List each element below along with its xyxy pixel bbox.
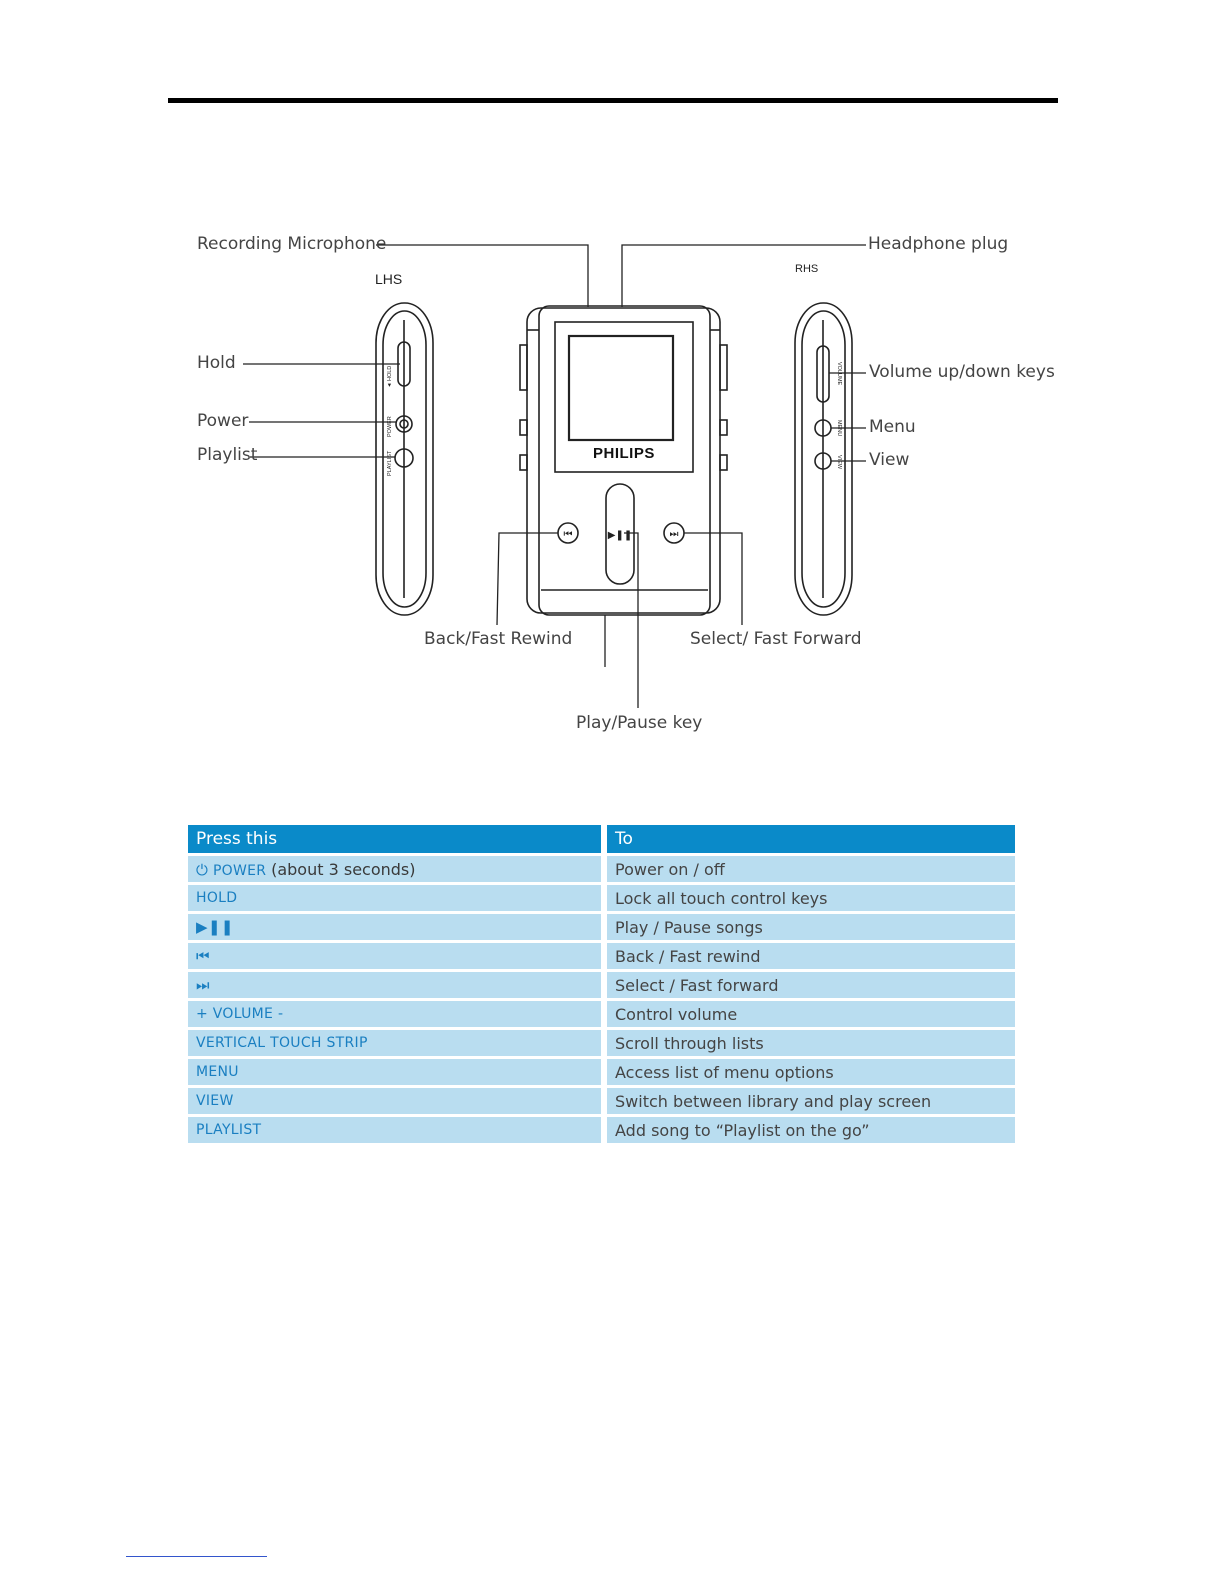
action-cell: Lock all touch control keys [607, 882, 1015, 911]
key-label: POWER [212, 862, 267, 879]
header-press-this: Press this [188, 825, 607, 853]
table-row: HOLD Lock all touch control keys [188, 882, 1015, 911]
key-cell: MENU [188, 1056, 607, 1085]
power-icon: ⏻ [196, 860, 209, 879]
label-playlist: Playlist [197, 445, 258, 465]
svg-text:⏮: ⏮ [564, 529, 573, 540]
table-row: VERTICAL TOUCH STRIP Scroll through list… [188, 1027, 1015, 1056]
key-cell: ⏻ POWER (about 3 seconds) [188, 853, 607, 882]
svg-text:◄ HOLD: ◄ HOLD [387, 366, 393, 388]
label-back-rewind: Back/Fast Rewind [424, 629, 573, 649]
table-row: PLAYLIST Add song to “Playlist on the go… [188, 1114, 1015, 1143]
svg-text:⏭: ⏭ [670, 529, 679, 540]
action-cell: Switch between library and play screen [607, 1085, 1015, 1114]
action-cell: Select / Fast forward [607, 969, 1015, 998]
label-hold: Hold [197, 353, 236, 373]
label-select-forward: Select/ Fast Forward [690, 629, 862, 649]
svg-text:▶❚❚: ▶❚❚ [608, 530, 632, 541]
fast-forward-icon: ⏭ [196, 976, 210, 994]
table-row: ⏻ POWER (about 3 seconds) Power on / off [188, 853, 1015, 882]
table-row: + VOLUME - Control volume [188, 998, 1015, 1027]
label-lhs: LHS [375, 271, 403, 287]
action-cell: Power on / off [607, 853, 1015, 882]
svg-text:VOLUME: VOLUME [836, 362, 842, 386]
top-rule [168, 98, 1058, 103]
action-cell: Access list of menu options [607, 1056, 1015, 1085]
player-illustration: ⏮ ⏭ ▶❚❚ ◄ HOLD POWER PLAYLIST VOLUME MEN… [243, 244, 866, 708]
table-row: MENU Access list of menu options [188, 1056, 1015, 1085]
key-cell: VERTICAL TOUCH STRIP [188, 1027, 607, 1056]
table-row: VIEW Switch between library and play scr… [188, 1085, 1015, 1114]
header-to: To [607, 825, 1015, 853]
key-cell: VIEW [188, 1085, 607, 1114]
label-menu: Menu [869, 417, 916, 437]
key-cell: HOLD [188, 882, 607, 911]
player-diagram: ⏮ ⏭ ▶❚❚ ◄ HOLD POWER PLAYLIST VOLUME MEN… [0, 0, 1224, 760]
label-recording-microphone: Recording Microphone [197, 234, 387, 254]
action-cell: Play / Pause songs [607, 911, 1015, 940]
svg-text:POWER: POWER [387, 416, 393, 437]
label-rhs: RHS [795, 263, 819, 275]
table-row: ▶❚❚ Play / Pause songs [188, 911, 1015, 940]
rhs-side-view [794, 302, 853, 616]
label-headphone-plug: Headphone plug [868, 234, 1009, 254]
rewind-icon: ⏮ [196, 947, 210, 965]
key-cell: + VOLUME - [188, 998, 607, 1027]
play-pause-icon: ▶❚❚ [196, 918, 234, 936]
key-note: (about 3 seconds) [271, 859, 416, 879]
action-cell: Add song to “Playlist on the go” [607, 1114, 1015, 1143]
action-cell: Control volume [607, 998, 1015, 1027]
key-cell: PLAYLIST [188, 1114, 607, 1143]
key-cell: ⏭ [188, 969, 607, 998]
action-cell: Back / Fast rewind [607, 940, 1015, 969]
action-cell: Scroll through lists [607, 1027, 1015, 1056]
controls-table: Press this To ⏻ POWER (about 3 seconds) … [188, 825, 1015, 1143]
svg-text:VIEW: VIEW [836, 455, 842, 470]
lhs-side-view [375, 302, 434, 616]
callout-lines [243, 244, 866, 708]
label-volume-keys: Volume up/down keys [869, 362, 1055, 382]
brand-logo: PHILIPS [593, 445, 655, 462]
key-cell: ▶❚❚ [188, 911, 607, 940]
footnote-rule [126, 1556, 267, 1557]
label-play-pause: Play/Pause key [576, 713, 703, 733]
table-row: ⏭ Select / Fast forward [188, 969, 1015, 998]
table-row: ⏮ Back / Fast rewind [188, 940, 1015, 969]
label-power: Power [197, 411, 249, 431]
label-view: View [869, 450, 910, 470]
key-cell: ⏮ [188, 940, 607, 969]
svg-text:PLAYLIST: PLAYLIST [387, 450, 393, 476]
table-header-row: Press this To [188, 825, 1015, 853]
svg-text:MENU: MENU [836, 420, 842, 436]
